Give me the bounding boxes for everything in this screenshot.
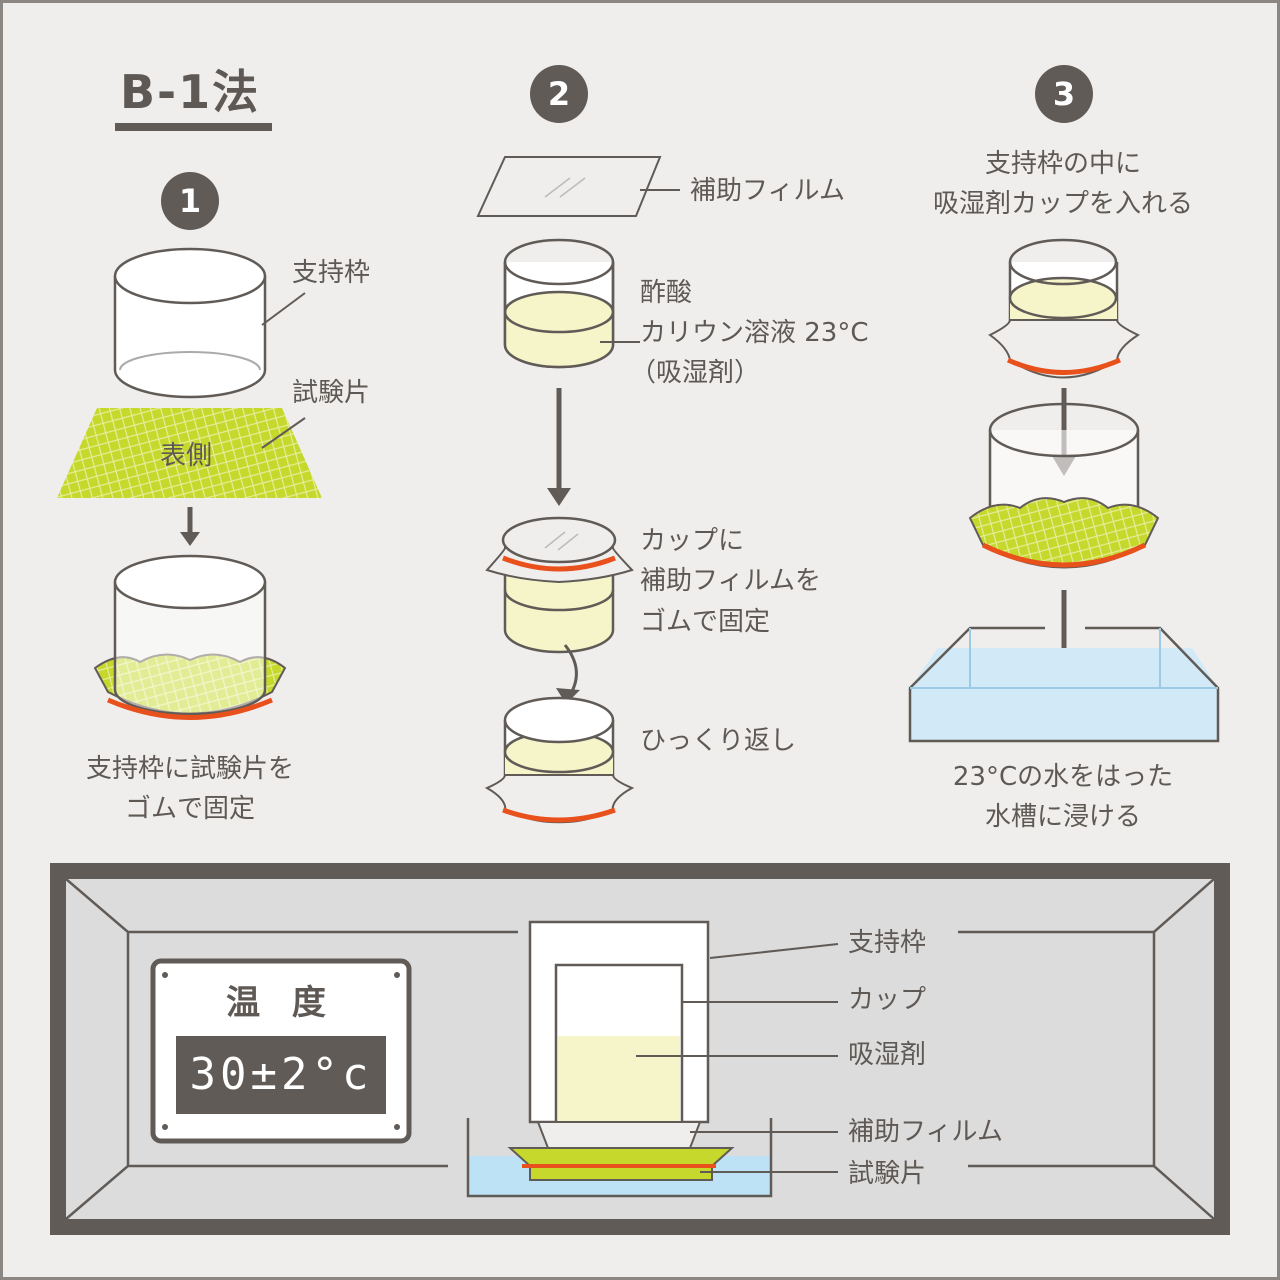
chamber-label-frame: 支持枠 xyxy=(848,928,927,958)
chamber-label-desiccant: 吸湿剤 xyxy=(848,1040,927,1070)
chamber-label-cup: カップ xyxy=(848,985,927,1015)
water-tank xyxy=(908,626,1220,743)
flip-label: ひっくり返し xyxy=(640,726,797,756)
solution-label-2: カリウン溶液 23°C xyxy=(640,318,869,348)
solution-label-3: （吸湿剤） xyxy=(630,358,761,388)
step-3-instruction-2: 吸湿剤カップを入れる xyxy=(932,189,1193,219)
step-3-instruction-1: 支持枠の中に xyxy=(984,149,1141,179)
specimen xyxy=(57,408,322,498)
cup-with-solution xyxy=(503,238,615,369)
face-side-label: 表側 xyxy=(160,441,213,471)
cup-in-frame xyxy=(988,238,1141,379)
step-3-caption-2: 水槽に浸ける xyxy=(984,802,1141,832)
chamber-label-specimen: 試験片 xyxy=(848,1159,927,1189)
support-frame-label: 支持枠 xyxy=(292,258,371,288)
flipped-cup xyxy=(484,696,635,824)
solution-label-1: 酢酸 xyxy=(640,278,693,308)
step-1-caption-2: ゴムで固定 xyxy=(124,794,255,824)
fix-label-3: ゴムで固定 xyxy=(640,607,771,637)
fix-label-2: 補助フィルムを xyxy=(640,566,821,596)
temperature-display: 30±2°c xyxy=(176,1036,386,1114)
support-frame xyxy=(113,247,267,399)
step-3-caption-1: 23°Cの水をはった xyxy=(952,762,1174,792)
fix-label-1: カップに xyxy=(640,526,745,556)
step-1-caption-1: 支持枠に試験片を xyxy=(85,754,294,784)
auxiliary-film-label: 補助フィルム xyxy=(690,176,845,206)
step-3-badge: 3 xyxy=(1035,65,1093,123)
chamber-label-film: 補助フィルム xyxy=(848,1117,1003,1147)
temperature-title: 温 度 xyxy=(226,983,336,1023)
cup-with-film xyxy=(485,516,634,654)
step-2-badge: 2 xyxy=(530,65,588,123)
page-title: B-1法 xyxy=(120,65,261,119)
specimen-label: 試験片 xyxy=(292,378,371,408)
auxiliary-film xyxy=(476,156,662,217)
step-1-badge: 1 xyxy=(161,172,219,230)
